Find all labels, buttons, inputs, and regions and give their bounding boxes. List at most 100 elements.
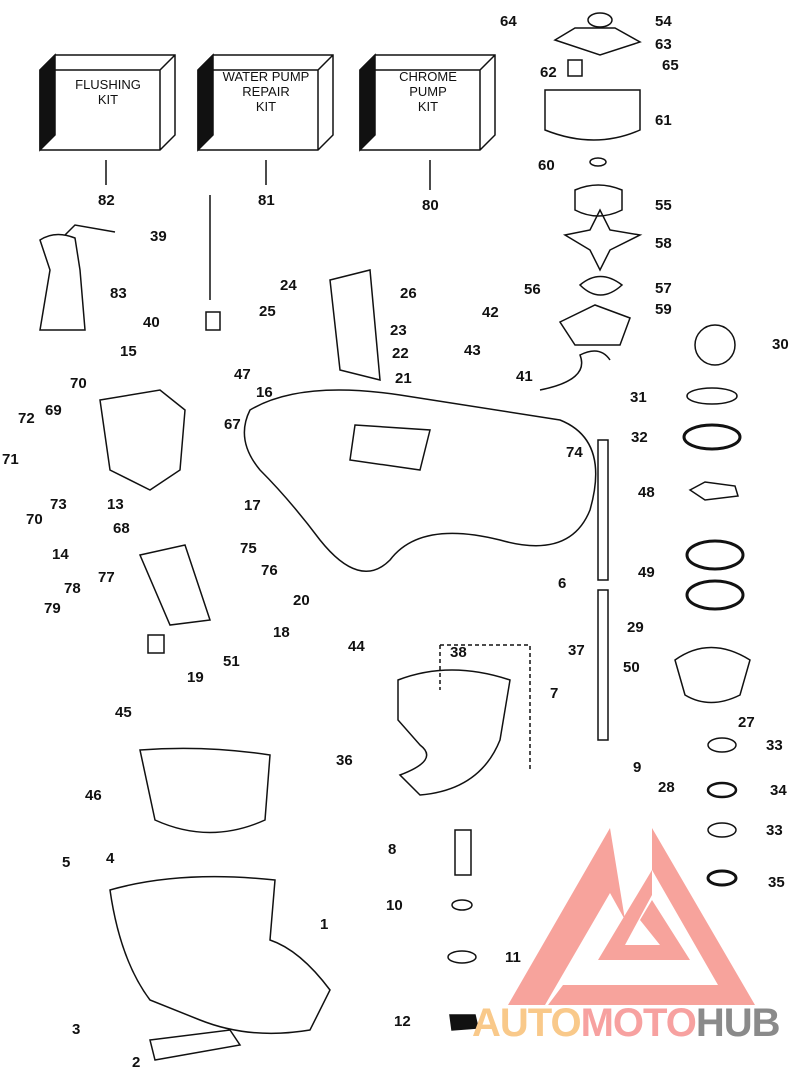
part-callout: 44 [348,638,365,655]
part-callout: 10 [386,897,403,914]
part-callout: 33 [766,737,783,754]
part-callout: 56 [524,281,541,298]
part-callout: 54 [655,13,672,30]
part-callout: 46 [85,787,102,804]
part-callout: 23 [390,322,407,339]
part-callout: 68 [113,520,130,537]
kit-label-line: WATER PUMP [222,69,310,84]
part-callout: 69 [45,402,62,419]
part-callout: 2 [132,1054,141,1071]
part-callout: 43 [464,342,481,359]
part-callout: 14 [52,546,69,563]
part-callout: 15 [120,343,137,360]
kit-label-line: CHROME [399,69,457,84]
part-callout: 70 [70,375,87,392]
part-callout: 34 [770,782,787,799]
part-callout: 7 [550,685,559,702]
part-callout: 79 [44,600,61,617]
part-callout: 57 [655,280,672,297]
part-callout: 9 [633,759,642,776]
part-callout: 42 [482,304,499,321]
watermark-logo [508,828,755,1005]
kit-label-line: PUMP [409,83,447,99]
part-callout: 63 [655,36,672,53]
part-callout: 17 [244,497,261,514]
part-callout: 74 [566,444,583,461]
kit-label-line: KIT [417,98,439,114]
part-callout: 45 [115,704,132,721]
part-callout: 67 [224,416,241,433]
watermark-text: AUTOMOTOHUB [472,1001,781,1045]
part-callout: 59 [655,301,672,318]
kit-number: 80 [422,197,439,214]
part-callout: 78 [64,580,81,597]
kit-boxes [39,53,496,190]
part-callout: 35 [768,874,785,891]
part-callout: 36 [336,752,353,769]
part-callout: 12 [394,1013,411,1030]
part-callout: 83 [110,285,127,302]
part-callout: 51 [223,653,240,670]
part-callout: 33 [766,822,783,839]
kit-label-line: KIT [255,98,277,114]
jet-pump-housing [39,195,611,1061]
part-callout: 72 [18,410,35,427]
kit-label-line: FLUSHING [75,77,141,92]
part-callout: 55 [655,197,672,214]
part-callout: 58 [655,235,672,252]
kit-number: 81 [258,192,275,209]
part-callout: 4 [106,850,115,867]
part-callout: 16 [256,384,273,401]
part-callout: 22 [392,345,409,362]
part-callout: 76 [261,562,278,579]
part-callout: 73 [50,496,67,513]
watermark-auto: AUTO [472,1001,582,1045]
part-callout: 64 [500,13,517,30]
part-callout: 37 [568,642,585,659]
part-callout: 3 [72,1021,81,1038]
part-callout: 40 [143,314,160,331]
watermark-moto: MOTO [580,1001,697,1045]
part-callout: 50 [623,659,640,676]
part-callout: 13 [107,496,124,513]
kit-label-line: KIT [97,91,119,107]
part-callout: 28 [658,779,675,796]
part-callout: 70 [26,511,43,528]
part-callout: 39 [150,228,167,245]
kit-number: 82 [98,192,115,209]
part-callout: 61 [655,112,672,129]
part-callout: 47 [234,366,251,383]
part-callout: 62 [540,64,557,81]
part-callout: 31 [630,389,647,406]
part-callout: 8 [388,841,397,858]
part-callout: 71 [2,451,19,468]
part-callout: 30 [772,336,789,353]
part-callout: 5 [62,854,71,871]
part-callout: 19 [187,669,204,686]
part-callout: 65 [662,57,679,74]
part-callout: 26 [400,285,417,302]
part-callout: 20 [293,592,310,609]
part-callout: 6 [558,575,567,592]
part-callout: 41 [516,368,533,385]
part-callout: 11 [505,949,521,966]
part-callout: 18 [273,624,290,641]
part-callout: 29 [627,619,644,636]
part-callout: 25 [259,303,276,320]
part-callout: 49 [638,564,655,581]
part-callout: 75 [240,540,257,557]
part-callout: 60 [538,157,555,174]
water-pump-assembly [544,12,751,887]
part-callout: 24 [280,277,297,294]
part-callout: 32 [631,429,648,446]
part-callout: 48 [638,484,655,501]
part-callout: 21 [395,370,412,387]
part-callout: 38 [450,644,467,661]
kit-label-line: REPAIR [242,83,290,99]
part-callout: 77 [98,569,115,586]
